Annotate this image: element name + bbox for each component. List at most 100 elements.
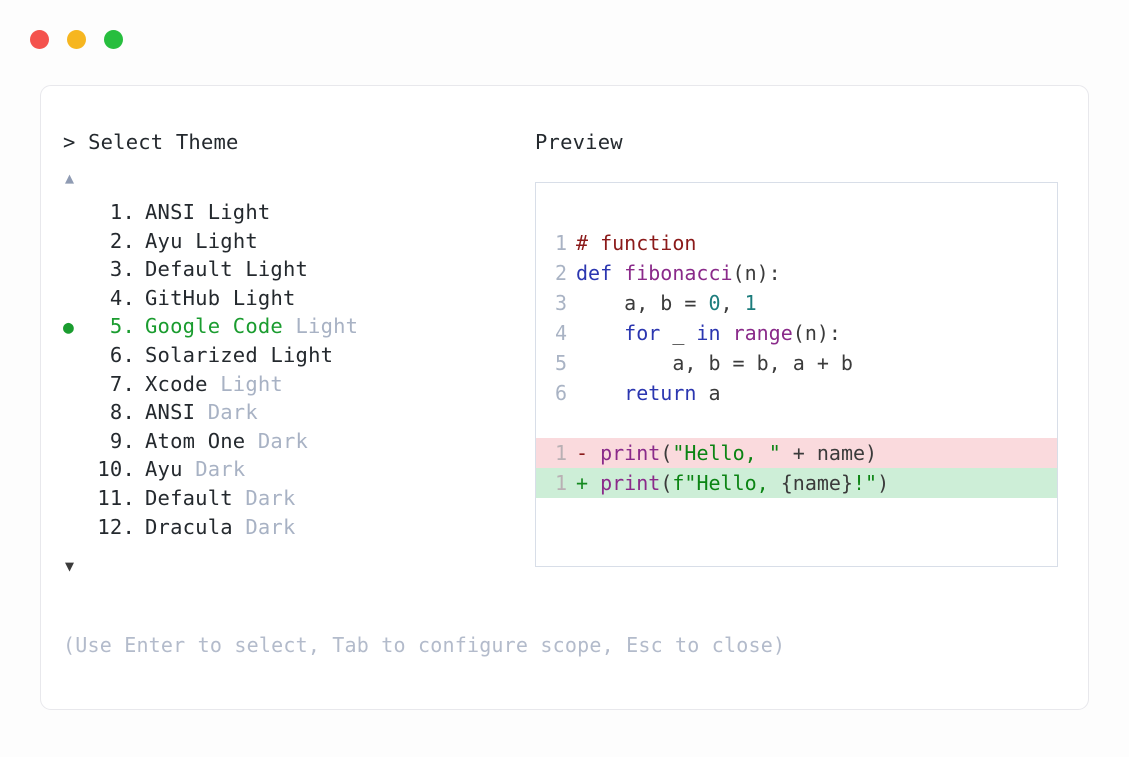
theme-variant-label: Light — [220, 371, 283, 396]
diff-sign: - — [576, 441, 601, 465]
theme-item-number: 12. — [97, 514, 135, 539]
code-token: in — [696, 321, 721, 345]
code-token: range — [732, 321, 793, 345]
code-line: 3 a, b = 0, 1 — [536, 288, 1057, 318]
code-line-text: print(f"Hello, {name}!") — [600, 468, 889, 498]
code-token: a, b = — [576, 291, 709, 315]
code-token: for — [624, 321, 661, 345]
theme-variant-label: Dark — [245, 514, 296, 539]
code-token: print — [600, 471, 661, 495]
code-token: {name} — [780, 471, 853, 495]
code-token — [576, 321, 624, 345]
theme-variant-label: Light — [207, 200, 271, 224]
theme-item-label: Ayu Dark — [145, 457, 246, 482]
theme-item-label: Google Code Light — [145, 314, 359, 339]
theme-list-item[interactable]: 4. GitHub Light — [63, 286, 533, 315]
code-token: a, b = b, a + b — [576, 351, 853, 375]
theme-item-number: 8. — [97, 400, 135, 425]
preview-label: Preview — [535, 130, 623, 154]
code-token: return — [624, 381, 697, 405]
theme-variant-label: Dark — [257, 428, 309, 453]
code-token: a — [696, 381, 721, 405]
diff-sign: + — [576, 471, 601, 495]
theme-list-item[interactable]: 6. Solarized Light — [63, 343, 533, 372]
code-token: , — [720, 291, 745, 315]
window-titlebar — [30, 30, 123, 49]
theme-item-number: 5. — [97, 314, 135, 339]
code-token: (n): — [792, 321, 841, 345]
code-line-text: print("Hello, " + name) — [600, 438, 877, 468]
code-token: fibonacci — [624, 261, 733, 285]
theme-list[interactable]: 1.ANSI Light 2.Ayu Light 3. Default Light… — [63, 200, 533, 543]
theme-list-item[interactable]: 1.ANSI Light — [63, 200, 533, 229]
code-line: 1 # function — [536, 228, 1057, 258]
theme-list-item[interactable]: 7.Xcode Light — [63, 372, 533, 401]
line-number: 3 — [554, 291, 567, 315]
line-number: 6 — [554, 381, 567, 405]
maximize-button[interactable] — [104, 30, 123, 49]
theme-list-item[interactable]: ● 5. Google Code Light — [63, 314, 533, 343]
theme-picker-card: > Select Theme ▲ 1.ANSI Light 2.Ayu Ligh… — [40, 85, 1089, 710]
theme-variant-label: Light — [245, 257, 309, 282]
theme-variant-label: Light — [232, 285, 296, 310]
code-token — [721, 321, 733, 345]
code-blank-line — [536, 408, 1057, 438]
code-line-text: for _ in range(n): — [576, 318, 841, 348]
code-token: ) — [877, 471, 890, 495]
code-token: # function — [576, 231, 697, 255]
theme-list-item[interactable]: 9.Atom One Dark — [63, 429, 533, 458]
theme-selector-panel: > Select Theme ▲ 1.ANSI Light 2.Ayu Ligh… — [63, 130, 533, 574]
theme-item-label: Default Dark — [145, 485, 296, 510]
code-token: print — [600, 441, 661, 465]
code-line: 4 for _ in range(n): — [536, 318, 1057, 348]
theme-item-number: 6. — [97, 342, 135, 367]
line-number: 5 — [554, 351, 567, 375]
code-line-text: a, b = b, a + b — [576, 348, 853, 378]
code-line: 5 a, b = b, a + b — [536, 348, 1057, 378]
theme-variant-label: Dark — [195, 457, 246, 482]
scroll-down-icon[interactable]: ▼ — [65, 557, 75, 576]
theme-item-label: Default Light — [145, 257, 309, 282]
theme-item-number: 2. — [97, 228, 135, 253]
theme-list-item[interactable]: 2.Ayu Light — [63, 229, 533, 258]
close-button[interactable] — [30, 30, 49, 49]
code-line-text: # function — [576, 228, 696, 258]
code-line: 6 return a — [536, 378, 1057, 408]
theme-variant-label: Dark — [245, 485, 296, 510]
theme-item-label: Solarized Light — [145, 342, 334, 367]
theme-item-number: 3. — [97, 257, 135, 282]
code-token: ( — [660, 441, 673, 465]
code-line-text: return a — [576, 378, 721, 408]
theme-list-item[interactable]: 8.ANSI Dark — [63, 400, 533, 429]
code-token: 0 — [708, 291, 721, 315]
scroll-up-icon[interactable]: ▲ — [65, 169, 75, 187]
theme-list-item[interactable]: 11. Default Dark — [63, 486, 533, 515]
line-number: 1 — [554, 231, 567, 255]
line-number: 2 — [554, 261, 567, 285]
code-line-text: a, b = 0, 1 — [576, 288, 756, 318]
theme-item-number: 11. — [97, 485, 135, 510]
theme-item-label: GitHub Light — [145, 285, 296, 310]
minimize-button[interactable] — [67, 30, 86, 49]
theme-item-label: Dracula Dark — [145, 514, 296, 539]
code-token: _ — [660, 321, 697, 345]
theme-item-number: 4. — [97, 285, 135, 310]
theme-item-number: 9. — [97, 428, 135, 453]
page-title: Select Theme — [88, 130, 239, 154]
theme-item-number: 1. — [97, 200, 135, 224]
theme-list-item[interactable]: 3. Default Light — [63, 257, 533, 286]
code-token: (n): — [732, 261, 781, 285]
theme-variant-label: Dark — [207, 400, 258, 425]
code-token: + name) — [780, 441, 878, 465]
prompt-header: > Select Theme — [63, 130, 533, 154]
theme-list-item[interactable]: 10.Ayu Dark — [63, 457, 533, 486]
theme-list-item[interactable]: 12. Dracula Dark — [63, 515, 533, 544]
selected-bullet-icon: ● — [63, 317, 75, 339]
code-token: "Hello, " — [672, 441, 781, 465]
line-number: 1 — [554, 471, 567, 495]
code-token: !" — [852, 471, 878, 495]
